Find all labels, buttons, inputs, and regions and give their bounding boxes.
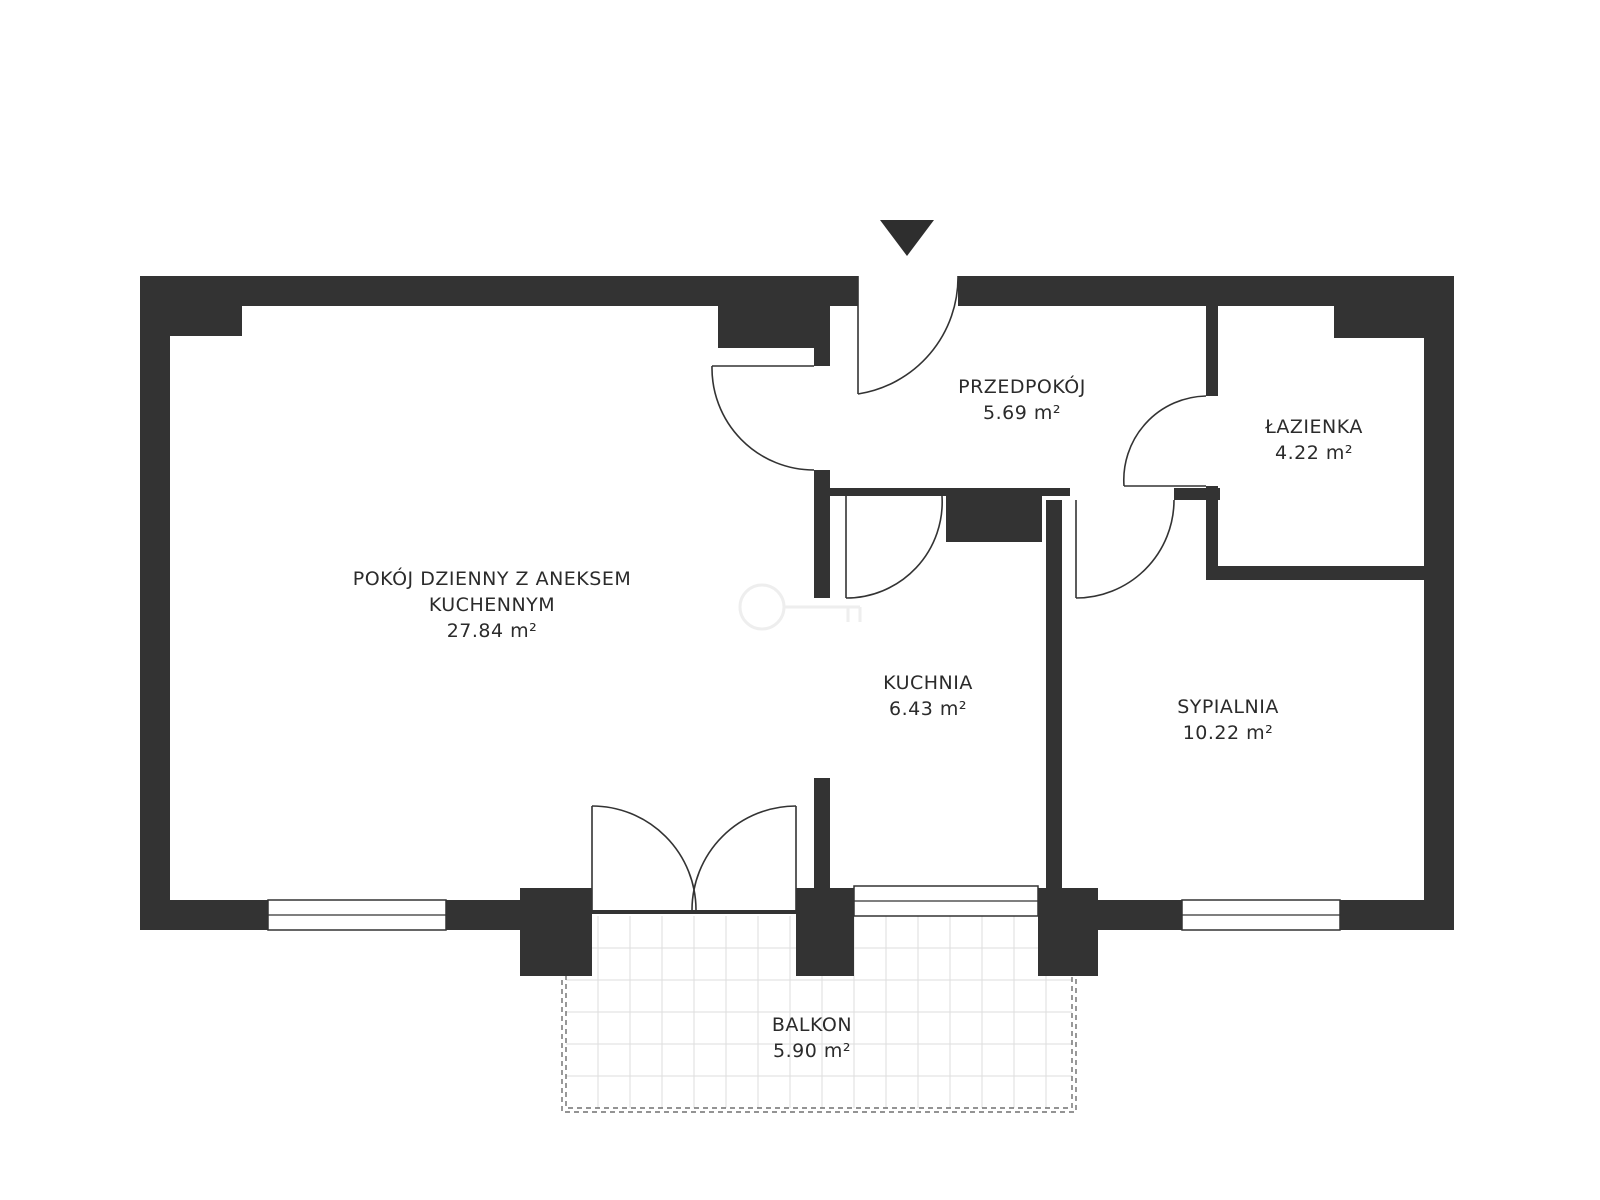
kitchen-door: [845, 495, 943, 599]
columns: [170, 306, 1424, 976]
room-area: 5.69 m²: [983, 402, 1061, 424]
room-area: 27.84 m²: [446, 620, 538, 642]
room-name-line: BALKON: [771, 1014, 853, 1036]
room-name-line: SYPIALNIA: [1177, 696, 1279, 718]
balcony-floor-tiles: [566, 916, 1072, 1108]
room-area: 4.22 m²: [1275, 442, 1353, 464]
living-room-door: [711, 365, 815, 471]
outer-walls: [140, 276, 1454, 930]
room-area: 10.22 m²: [1182, 722, 1274, 744]
entrance-door: [857, 275, 959, 395]
room-label-kitchen: KUCHNIA 6.43 m²: [883, 670, 973, 722]
room-area: 5.90 m²: [773, 1040, 851, 1062]
entrance-arrow-icon: [880, 220, 934, 256]
room-name-line: KUCHNIA: [883, 672, 973, 694]
room-label-living: POKÓJ DZIENNY Z ANEKSEM KUCHENNYM 27.84 …: [353, 566, 631, 644]
windows: [267, 885, 1341, 931]
room-label-hall: PRZEDPOKÓJ 5.69 m²: [958, 374, 1086, 426]
bedroom-door: [1075, 499, 1175, 599]
room-name-line: ŁAZIENKA: [1265, 416, 1363, 438]
bathroom-door: [1122, 395, 1207, 487]
interior-walls: [814, 306, 1424, 900]
room-label-bedroom: SYPIALNIA 10.22 m²: [1177, 694, 1279, 746]
room-label-balcony: BALKON 5.90 m²: [772, 1012, 852, 1064]
room-label-bathroom: ŁAZIENKA 4.22 m²: [1265, 414, 1363, 466]
room-name-line: KUCHENNYM: [428, 594, 556, 616]
room-name-line: PRZEDPOKÓJ: [958, 376, 1086, 398]
balcony-railing: [561, 962, 1077, 1113]
key-logo-watermark: [738, 583, 862, 631]
balcony-double-door: [591, 805, 797, 914]
room-name-line: POKÓJ DZIENNY Z ANEKSEM: [352, 568, 632, 590]
room-area: 6.43 m²: [889, 698, 967, 720]
